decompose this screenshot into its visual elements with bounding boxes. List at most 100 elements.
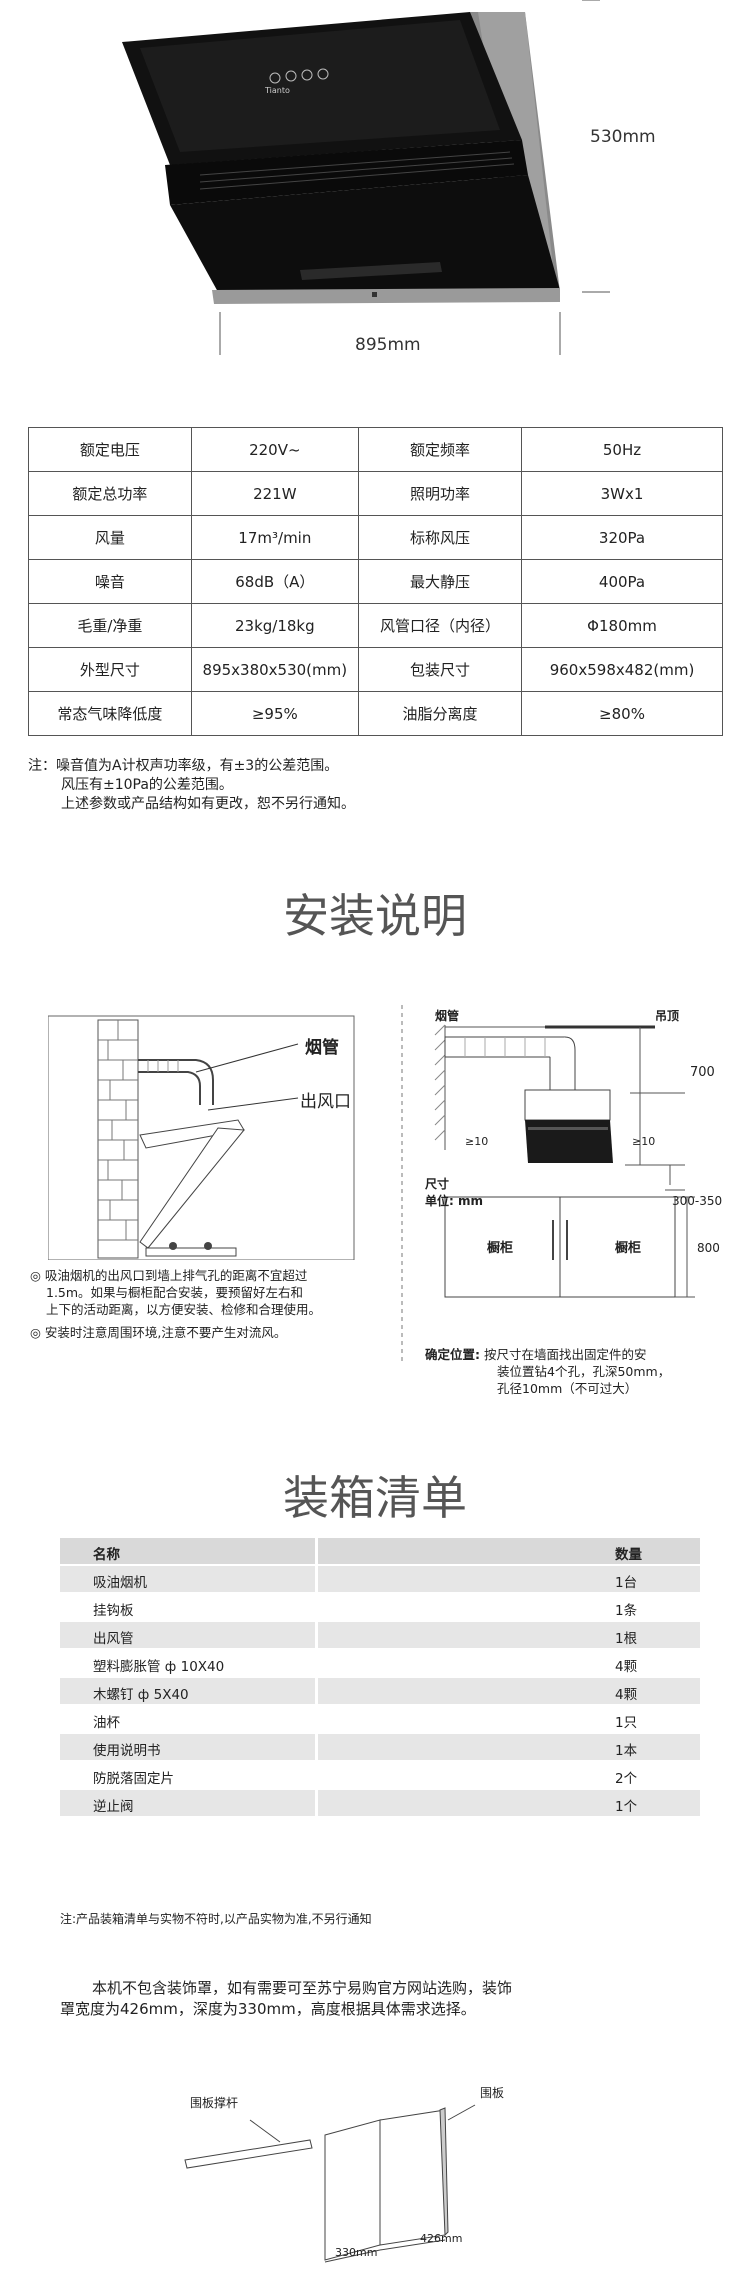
packing-title: 装箱清单: [283, 1471, 467, 1525]
spec-value: 960x598x482(mm): [521, 647, 723, 692]
packing-row: 出风管 1根: [60, 1622, 700, 1648]
install-divider: [401, 1005, 403, 1365]
dim-gap-left: ≥10: [465, 1135, 489, 1148]
spec-label: 包装尺寸: [357, 647, 523, 692]
unit-label-line: 单位: mm: [425, 1194, 483, 1208]
label-ceiling: 吊顶: [655, 1009, 680, 1023]
packing-cell: [318, 1622, 700, 1648]
packing-cell: [60, 1790, 315, 1816]
packing-item-qty: 4颗: [615, 1687, 638, 1703]
packing-item-name: 使用说明书: [93, 1743, 161, 1759]
packing-item-name: 出风管: [93, 1631, 134, 1647]
packing-cell: [318, 1594, 700, 1620]
spec-note-line: 风压有±10Pa的公差范围。: [61, 777, 233, 793]
spec-value: 400Pa: [521, 559, 723, 604]
packing-item-qty: 1个: [615, 1799, 638, 1815]
install-diagram-right: [434, 1024, 695, 1298]
spec-value: 221W: [190, 471, 359, 516]
packing-row: 挂钩板 1条: [60, 1594, 700, 1620]
range-hood-illustration: [122, 0, 610, 355]
spec-value: ≥95%: [190, 691, 359, 736]
packing-item-name: 油杯: [93, 1715, 120, 1731]
spec-value: 320Pa: [521, 515, 723, 560]
packing-row: 油杯 1只: [60, 1706, 700, 1732]
label-outlet-left: 出风口: [300, 1092, 351, 1112]
cover-dim-330: 330mm: [335, 2246, 378, 2259]
spec-value: 895x380x530(mm): [190, 647, 359, 692]
packing-item-name: 塑料膨胀管 ф 10X40: [93, 1659, 225, 1675]
packing-item-name: 吸油烟机: [93, 1575, 147, 1591]
packing-cell: [318, 1566, 700, 1592]
unit-label-line: 尺寸: [425, 1177, 450, 1191]
spec-label: 照明功率: [357, 471, 523, 516]
cover-text-line: 本机不包含装饰罩，如有需要可至苏宁易购官方网站选购，装饰: [92, 1979, 513, 1997]
install-note-line: ◎ 安装时注意周围环境,注意不要产生对流风。: [30, 1325, 287, 1340]
spec-value: 17m³/min: [190, 515, 359, 560]
dim-800: 800: [697, 1241, 720, 1255]
cover-diagram: [184, 2104, 476, 2263]
spec-value: 220V~: [190, 427, 359, 472]
packing-cell: [60, 1734, 315, 1760]
position-line: 按尺寸在墙面找出固定件的安: [483, 1347, 647, 1362]
packing-cell: [318, 1790, 700, 1816]
packing-item-name: 名称: [93, 1547, 120, 1563]
position-label: 确定位置:: [425, 1347, 480, 1362]
spec-note-line: 注：噪音值为A计权声功率级，有±3的公差范围。: [28, 758, 339, 774]
spec-label: 风量: [28, 515, 192, 560]
install-note-line: 1.5m。如果与橱柜配合安装，要预留好左右和: [46, 1285, 304, 1300]
spec-label: 额定电压: [28, 427, 192, 472]
install-diagram-left: [48, 1015, 355, 1260]
cover-dim-426: 426mm: [420, 2232, 463, 2245]
height-dimension-label: 530mm: [590, 127, 656, 147]
packing-row: 名称 数量: [60, 1538, 700, 1564]
spec-label: 最大静压: [357, 559, 523, 604]
packing-note: 注:产品装箱清单与实物不符时,以产品实物为准,不另行通知: [60, 1912, 372, 1926]
width-dimension-label: 895mm: [355, 335, 421, 355]
install-note-line: ◎ 吸油烟机的出风口到墙上排气孔的距离不宜超过: [30, 1268, 308, 1283]
install-note-line: 上下的活动距离，以方便安装、检修和合理使用。: [46, 1302, 322, 1317]
packing-cell: [60, 1538, 315, 1564]
packing-item-qty: 1只: [615, 1715, 638, 1731]
packing-item-qty: 2个: [615, 1771, 638, 1787]
packing-item-qty: 数量: [615, 1547, 642, 1563]
packing-item-qty: 4颗: [615, 1659, 638, 1675]
label-smoke-pipe-left: 烟管: [305, 1038, 339, 1058]
position-note: 确定位置: 按尺寸在墙面找出固定件的安 装位置钻4个孔，孔深50mm， 孔径10…: [425, 1346, 670, 1397]
packing-cell: [60, 1566, 315, 1592]
cover-panel-label: 围板: [480, 2086, 505, 2100]
cover-rod-label: 围板撑杆: [190, 2096, 239, 2110]
spec-value: ≥80%: [521, 691, 723, 736]
position-line: 装位置钻4个孔，孔深50mm，: [497, 1364, 671, 1379]
spec-note: 注：噪音值为A计权声功率级，有±3的公差范围。 风压有±10Pa的公差范围。 上…: [28, 757, 355, 814]
packing-cell: [318, 1734, 700, 1760]
dim-300-350: 300-350: [672, 1194, 723, 1208]
packing-item-name: 挂钩板: [93, 1603, 134, 1619]
packing-item-name: 逆止阀: [93, 1799, 134, 1815]
spec-note-line: 上述参数或产品结构如有更改，恕不另行通知。: [61, 796, 355, 812]
spec-row: 常态气味降低度≥95%油脂分离度≥80%: [28, 691, 723, 736]
spec-label: 额定总功率: [28, 471, 192, 516]
spec-value: 3Wx1: [521, 471, 723, 516]
hood-brand-logo: Tianto: [265, 86, 290, 95]
packing-item-name: 防脱落固定片: [93, 1771, 174, 1787]
packing-cell: [318, 1538, 700, 1564]
spec-label: 毛重/净重: [28, 603, 192, 648]
packing-item-qty: 1条: [615, 1603, 638, 1619]
packing-item-qty: 1根: [615, 1631, 638, 1647]
dim-700: 700: [690, 1065, 715, 1080]
install-note-left: ◎ 吸油烟机的出风口到墙上排气孔的距离不宜超过 1.5m。如果与橱柜配合安装，要…: [30, 1267, 321, 1341]
cabinet-right-label: 橱柜: [615, 1241, 642, 1256]
spec-label: 风管口径（内径）: [357, 603, 523, 648]
packing-row: 逆止阀 1个: [60, 1790, 700, 1816]
spec-value: 50Hz: [521, 427, 723, 472]
cover-text: 本机不包含装饰罩，如有需要可至苏宁易购官方网站选购，装饰 罩宽度为426mm，深…: [60, 1978, 512, 2020]
